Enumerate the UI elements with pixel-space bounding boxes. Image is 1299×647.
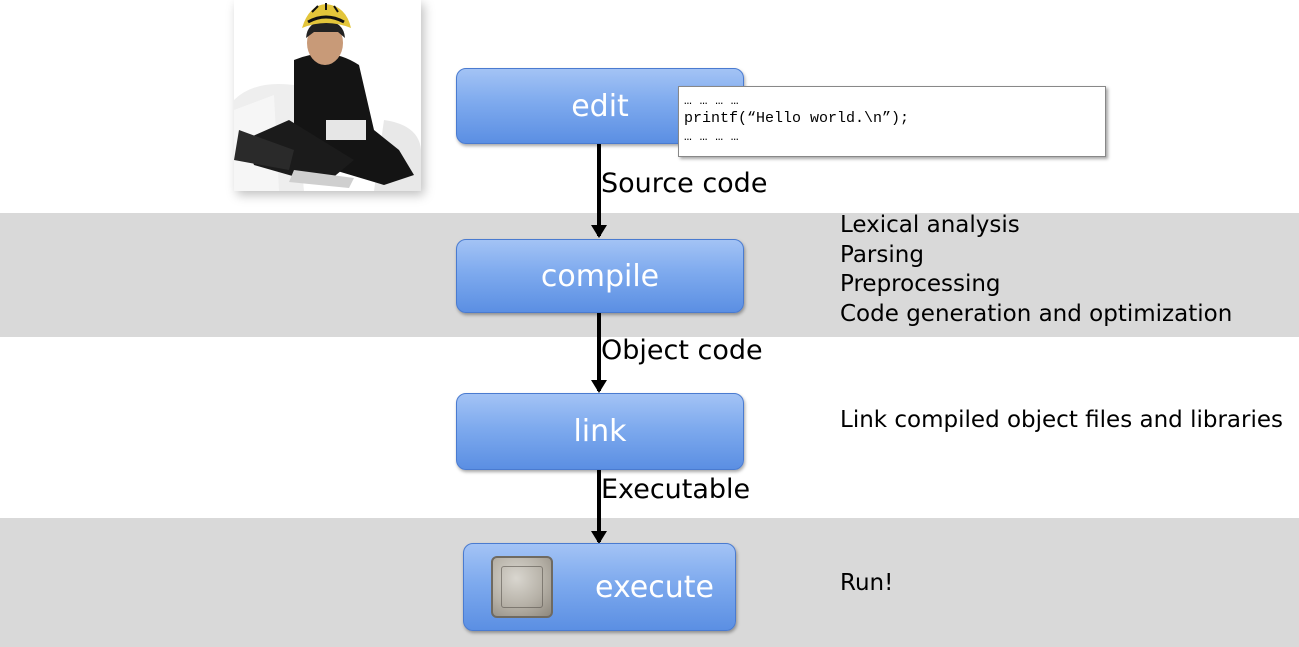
arrow-edit-to-compile bbox=[591, 144, 607, 238]
code-line-ellipsis-top: … … … … bbox=[684, 93, 739, 108]
arrow-link-to-execute bbox=[591, 470, 607, 544]
compile-step: Preprocessing bbox=[840, 271, 1001, 297]
execute-stage-label: execute bbox=[595, 569, 714, 605]
edge-label-source-code: Source code bbox=[601, 168, 768, 199]
compile-stage: compile bbox=[456, 239, 744, 313]
code-line-ellipsis-bottom: … … … … bbox=[684, 129, 739, 144]
programmer-photo bbox=[234, 0, 421, 191]
arrow-compile-to-link bbox=[591, 313, 607, 393]
code-line-printf: printf(“Hello world.\n”); bbox=[684, 110, 910, 127]
compile-step: Lexical analysis bbox=[840, 212, 1020, 238]
cpu-chip-icon bbox=[491, 556, 553, 618]
link-description: Link compiled object files and libraries bbox=[840, 407, 1283, 433]
link-stage-label: link bbox=[573, 414, 627, 449]
edge-label-object-code: Object code bbox=[601, 335, 763, 366]
execute-description: Run! bbox=[840, 570, 894, 596]
compile-steps-list: Lexical analysis Parsing Preprocessing C… bbox=[840, 211, 1232, 329]
link-stage: link bbox=[456, 393, 744, 470]
compile-step: Parsing bbox=[840, 241, 924, 268]
code-snippet-box: … … … … printf(“Hello world.\n”); … … … … bbox=[678, 86, 1106, 157]
compile-stage-label: compile bbox=[540, 258, 660, 294]
edge-label-executable: Executable bbox=[601, 474, 751, 505]
execute-stage: execute bbox=[463, 543, 736, 631]
compile-step: Code generation and optimization bbox=[840, 300, 1233, 327]
edit-stage-label: edit bbox=[571, 88, 629, 124]
